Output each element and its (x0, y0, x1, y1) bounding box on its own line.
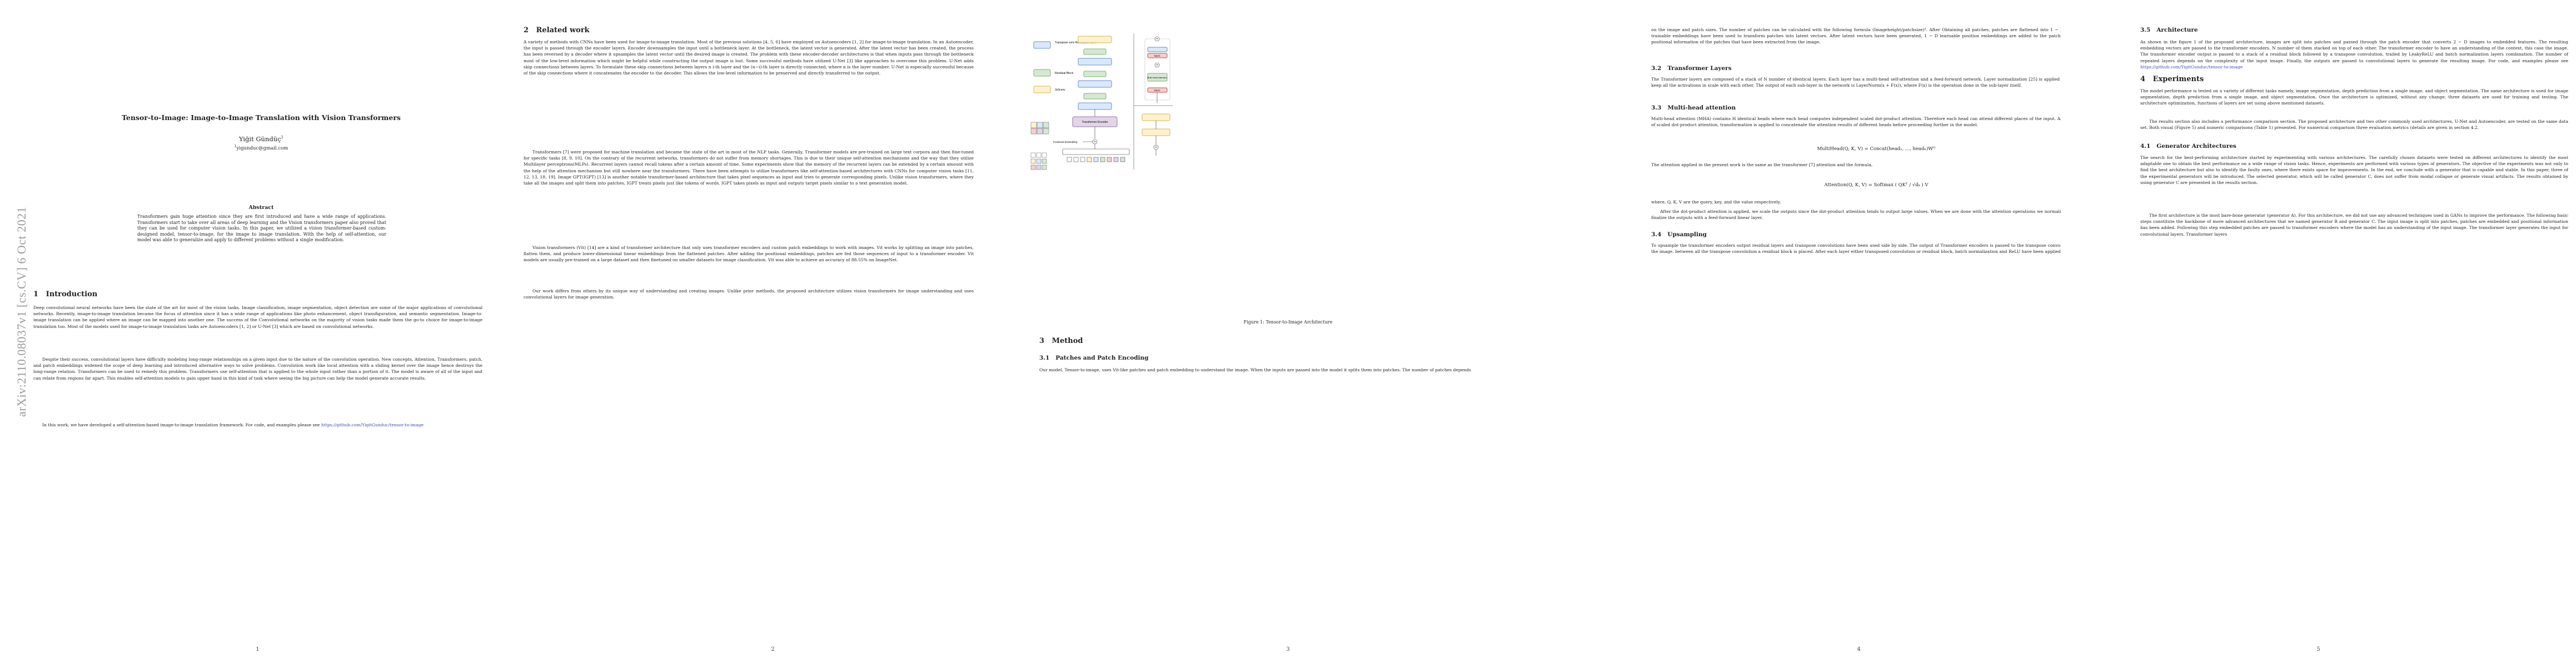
legend-swatch-res (1033, 69, 1051, 77)
transformer-encoder-label: Transformer Encoder (1082, 121, 1108, 124)
experiments-paragraph-1: The model performance is tested on a var… (2140, 88, 2568, 106)
section-3-2-heading: 3.2 Transformer Layers (1651, 65, 1732, 72)
section-3-heading: 3 Method (1039, 337, 1083, 345)
related-paragraph-4: Our work differs from others by its uniq… (524, 288, 974, 300)
author-name: Yiğit Gündüç1 (238, 135, 284, 143)
mha-block (1147, 73, 1168, 82)
decoder-stack: Transformer Encoder + Positional Embeddi… (1053, 36, 1130, 162)
patches-paragraph-2: on the image and patch sizes. The number… (1651, 27, 2101, 45)
code-link[interactable]: https://github.com/YigitGunduc/tensor-to… (321, 422, 424, 427)
page-4: on the image and patch sizes. The number… (1546, 0, 2101, 667)
transformer-layer-detail: + Norm + Multi-Head Attention Norm (1144, 36, 1170, 103)
page-3: 3 (1030, 0, 1546, 667)
arxiv-stamp: arXiv:2110.08037v1 [cs.CV] 6 Oct 2021 (14, 206, 28, 417)
mha-paragraph-4: After the dot-product attention is appli… (1651, 209, 2101, 221)
input-image-grid (1030, 122, 1049, 170)
related-paragraph-1: A variety of methods with CNNs have been… (524, 39, 974, 76)
page-number: 3 (1286, 646, 1290, 653)
section-4-1-heading: 4.1 Generator Architectures (2140, 143, 2236, 150)
intro-paragraph-3: In this work, we have developed a self-a… (42, 422, 424, 427)
section-3-3-heading: 3.3 Multi-head attention (1651, 104, 1736, 111)
page-2: 2 Related work A variety of methods with… (515, 0, 1030, 667)
author-email: 1yigunduc@gmail.com (234, 145, 288, 151)
section-3-5-heading: 3.5 Architecture (2140, 27, 2198, 33)
legend-label-res: Residual Block (1055, 72, 1074, 75)
svg-text:+: + (1155, 146, 1157, 150)
legend-swatch-conv (1033, 86, 1051, 93)
section-4-heading: 4 Experiments (2140, 75, 2204, 83)
abstract-text: Transformers gain huge attention since t… (137, 214, 386, 242)
architecture-code-link[interactable]: https://github.com/YigitGunduc/tensor-to… (2140, 64, 2243, 69)
transformer-layers-paragraph: The Transformer layers are composed of a… (1651, 77, 2101, 88)
patch-row (1067, 157, 1125, 162)
generator-paragraph-2: The first architecture is the most bare-… (2140, 213, 2568, 237)
abstract-title: Abstract (248, 205, 274, 211)
paper-title: Tensor-to-Image: Image-to-Image Translat… (122, 113, 401, 122)
equation-multihead: MultiHead(Q, K, V) = Concat(head₁, ..., … (1817, 146, 1936, 152)
intro-paragraph-2: Despite their success, convolutional lay… (33, 357, 482, 381)
svg-text:+: + (1156, 38, 1158, 41)
svg-text:+: + (1094, 141, 1096, 144)
upsampling-paragraph: To upsample the transformer encoders out… (1651, 243, 2101, 255)
norm-top (1147, 53, 1168, 58)
experiments-paragraph-2: The results section also includes a perf… (2140, 119, 2568, 131)
page-5: 3.5 Architecture As shown in the figure … (2061, 0, 2576, 667)
page-1: arXiv:2110.08037v1 [cs.CV] 6 Oct 2021 Te… (0, 0, 515, 667)
generator-paragraph-1: The search for the best-performing archi… (2140, 155, 2568, 185)
figure-legend: Transpose conv Relu Batch Norm Residual … (1033, 41, 1097, 93)
equation-attention: Attention(Q, K, V) = Softmax ( QKᵀ / √dₖ… (1824, 182, 1929, 188)
legend-swatch-tconv (1033, 41, 1051, 49)
page-number: 1 (256, 646, 260, 653)
page-number: 2 (771, 646, 775, 653)
related-paragraph-2: Transformers [7] were proposed for machi… (524, 150, 974, 186)
section-2-heading: 2 Related work (524, 26, 590, 34)
patches-paragraph-1: Our model, Tensor-to-image, uses Vit-lik… (1039, 367, 1471, 372)
section-1-heading: 1 Introduction (33, 290, 98, 298)
positional-embedding-label: Positional Embedding (1053, 141, 1078, 143)
architecture-paragraph: As shown in the figure 1 of the proposed… (2140, 39, 2568, 69)
norm-bottom-label: Norm (1154, 89, 1160, 92)
related-paragraph-3: Vision transformers (Vit) [14] are a kin… (524, 245, 974, 263)
mha-paragraph-3: where, Q, K, V are the query, key, and t… (1651, 200, 1781, 205)
intro-paragraph-1: Deep convolutional neural networks have … (33, 305, 482, 329)
figure-caption: Figure 1: Tensor-to-Image Architecture (1243, 320, 1333, 325)
legend-label-tconv: Transpose conv Relu Batch Norm (1055, 41, 1097, 44)
section-3-4-heading: 3.4 Upsampling (1651, 231, 1707, 238)
mha-label: Multi-Head Attention (1147, 76, 1167, 79)
legend-label-conv: 3x3conv (1055, 88, 1065, 92)
svg-text:+: + (1156, 64, 1158, 67)
architecture-figure: Transpose conv Relu Batch Norm Residual … (1030, 33, 1173, 170)
mha-paragraph-2: The attention applied in the present wor… (1651, 162, 1873, 167)
page-number: 4 (1857, 646, 1861, 653)
residual-block-detail: + (1142, 113, 1170, 156)
mha-paragraph-1: Multi-head attention (MHA) contains H id… (1651, 116, 2101, 128)
norm-bottom (1147, 87, 1168, 93)
section-3-1-heading: 3.1 Patches and Patch Encoding (1039, 355, 1149, 361)
page-number: 5 (2316, 646, 2320, 653)
norm-top-label: Norm (1154, 54, 1160, 57)
